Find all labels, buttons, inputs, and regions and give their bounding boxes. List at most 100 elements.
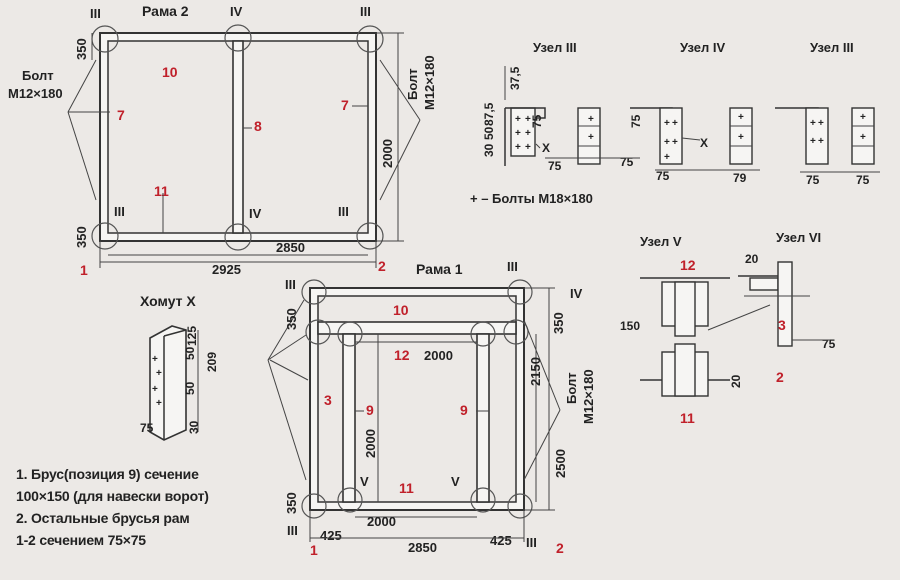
frame-2-part-right: 7 <box>341 97 349 113</box>
frame-2-node-br: III <box>338 204 349 219</box>
leader-line <box>523 319 561 411</box>
clamp-x: Хомут X + + + + 50 50 125 209 30 75 <box>140 293 219 441</box>
bolt-mark: + <box>664 152 670 163</box>
frame-2-dim-inner: 2850 <box>276 240 305 255</box>
bolt-mark: + <box>525 128 531 139</box>
leader-line <box>267 359 307 481</box>
node-5-lower-tenon <box>674 343 696 397</box>
node-4: Узел IV + + + + + + + X 75 75 79 <box>629 40 760 185</box>
frame-1-node-tr-outer: IV <box>570 286 583 301</box>
bolt-mark: + <box>664 137 670 148</box>
leader-line <box>269 359 309 381</box>
clamp-bolt-mark: + <box>156 398 162 409</box>
node-5-upper-tenon <box>674 281 696 337</box>
bolt-mark: + <box>810 118 816 129</box>
frame-1-dim-height-total: 2500 <box>553 449 568 478</box>
node-5-title: Узел V <box>640 234 682 249</box>
frame-1-node-circle <box>470 487 496 513</box>
bolt-mark: + <box>525 142 531 153</box>
frame-2-bolt-left-2: М12×180 <box>8 86 63 101</box>
clamp-title: Хомут X <box>140 293 196 309</box>
frame-2-node-circle <box>224 223 252 251</box>
frame-1-node-circle <box>337 487 363 513</box>
node-3a-dim-6: 75 <box>548 159 562 173</box>
node-3a-beam <box>505 107 546 119</box>
leader-line <box>523 409 561 481</box>
node-3a-marker: X <box>542 141 550 155</box>
node-6-post <box>777 261 793 347</box>
bolt-mark: + <box>738 132 744 143</box>
frame-1-node-br: III <box>526 535 537 550</box>
node-5-part-top: 12 <box>680 257 696 273</box>
frame-1-node-circle <box>507 493 533 519</box>
frame-2-node-circle <box>356 222 384 250</box>
frame-2-dim-overall: 2925 <box>212 262 241 277</box>
note-line-3: 2. Остальные брусья рам <box>16 510 190 526</box>
leader-line <box>681 137 701 141</box>
frame-1-bolt-right-2: М12×180 <box>581 369 596 424</box>
node-5-dim-h: 150 <box>620 319 640 333</box>
clamp-edge <box>163 329 187 337</box>
frame-2-part-left: 7 <box>117 107 125 123</box>
frame-2-part-top: 10 <box>162 64 178 80</box>
node-6-part-b: 2 <box>776 369 784 385</box>
bolt-mark: + <box>860 132 866 143</box>
bolt-mark: + <box>588 114 594 125</box>
note-line-1: 1. Брус(позиция 9) сечение <box>16 466 199 482</box>
bolt-mark: + <box>515 114 521 125</box>
clamp-bolt-mark: + <box>156 368 162 379</box>
frame-1-post-left <box>342 333 356 503</box>
frame-1-node-v-left: V <box>360 474 369 489</box>
clamp-dim-c: 209 <box>205 352 219 372</box>
frame-1-dim-offset-right: 425 <box>490 533 512 548</box>
bolts-note: + – Болты М18×180 <box>470 191 593 206</box>
frame-1-part-left: 3 <box>324 392 332 408</box>
frame-2-corner-right: 2 <box>378 258 386 274</box>
bolt-mark: + <box>860 112 866 123</box>
bolt-mark: + <box>818 118 824 129</box>
node-4-dim-2: 75 <box>656 169 670 183</box>
frame-2-part-bottom: 11 <box>154 183 169 199</box>
node-4-dim-3: 79 <box>733 171 747 185</box>
node-4-marker: X <box>700 136 708 150</box>
frame-1-bolt-right-1: Болт <box>564 372 579 404</box>
frame-1-node-circle <box>301 279 327 305</box>
frame-2-middle-post <box>232 40 244 234</box>
frame-1-part-post-right: 9 <box>460 402 468 418</box>
node-3a-dim-1: 37,5 <box>508 66 522 90</box>
node-3b-dim-2: 75 <box>856 173 870 187</box>
frame-1-dim-offset-left: 425 <box>320 528 342 543</box>
node-6-plate <box>749 277 779 291</box>
bolt-mark: + <box>664 118 670 129</box>
frame-1-title: Рама 1 <box>416 261 463 277</box>
frame-1-node-tl: III <box>285 277 296 292</box>
node-3b-title: Узел III <box>810 40 854 55</box>
frame-2: Рама 2 III IV III III IV III 10 7 8 7 11… <box>8 3 437 278</box>
frame-1-node-bl: III <box>287 523 298 538</box>
bolt-mark: + <box>515 128 521 139</box>
node-6-part-a: 3 <box>778 317 786 333</box>
frame-1-part-post-left: 9 <box>366 402 374 418</box>
clamp-dim-d: 50 <box>183 381 197 395</box>
frame-1-dim-height-right: 2150 <box>528 357 543 386</box>
bolt-mark: + <box>738 112 744 123</box>
bolt-mark: + <box>588 132 594 143</box>
node-3-b: Узел III + + + + + + 75 75 <box>775 40 880 187</box>
note-line-2: 100×150 (для навески ворот) <box>16 488 209 504</box>
notes-block: 1. Брус(позиция 9) сечение 100×150 (для … <box>16 463 246 551</box>
frame-1-dim-top: 350 <box>284 308 299 330</box>
node-6-dim-w: 75 <box>822 337 836 351</box>
frame-2-dim-height: 2000 <box>380 139 395 168</box>
leader-line <box>707 304 771 331</box>
frame-2-part-middle: 8 <box>254 118 262 134</box>
node-3-a: Узел III + + + + + + + + X 37,5 87,5 50 … <box>482 40 640 173</box>
node-4-dim-1: 75 <box>629 114 643 128</box>
frame-2-node-circle <box>224 24 252 52</box>
bolt-mark: + <box>810 136 816 147</box>
node-4-title: Узел IV <box>680 40 725 55</box>
frame-1-node-tr: III <box>507 259 518 274</box>
node-3b-dim-1: 75 <box>806 173 820 187</box>
clamp-bolt-mark: + <box>152 384 158 395</box>
leader-line <box>67 111 97 201</box>
